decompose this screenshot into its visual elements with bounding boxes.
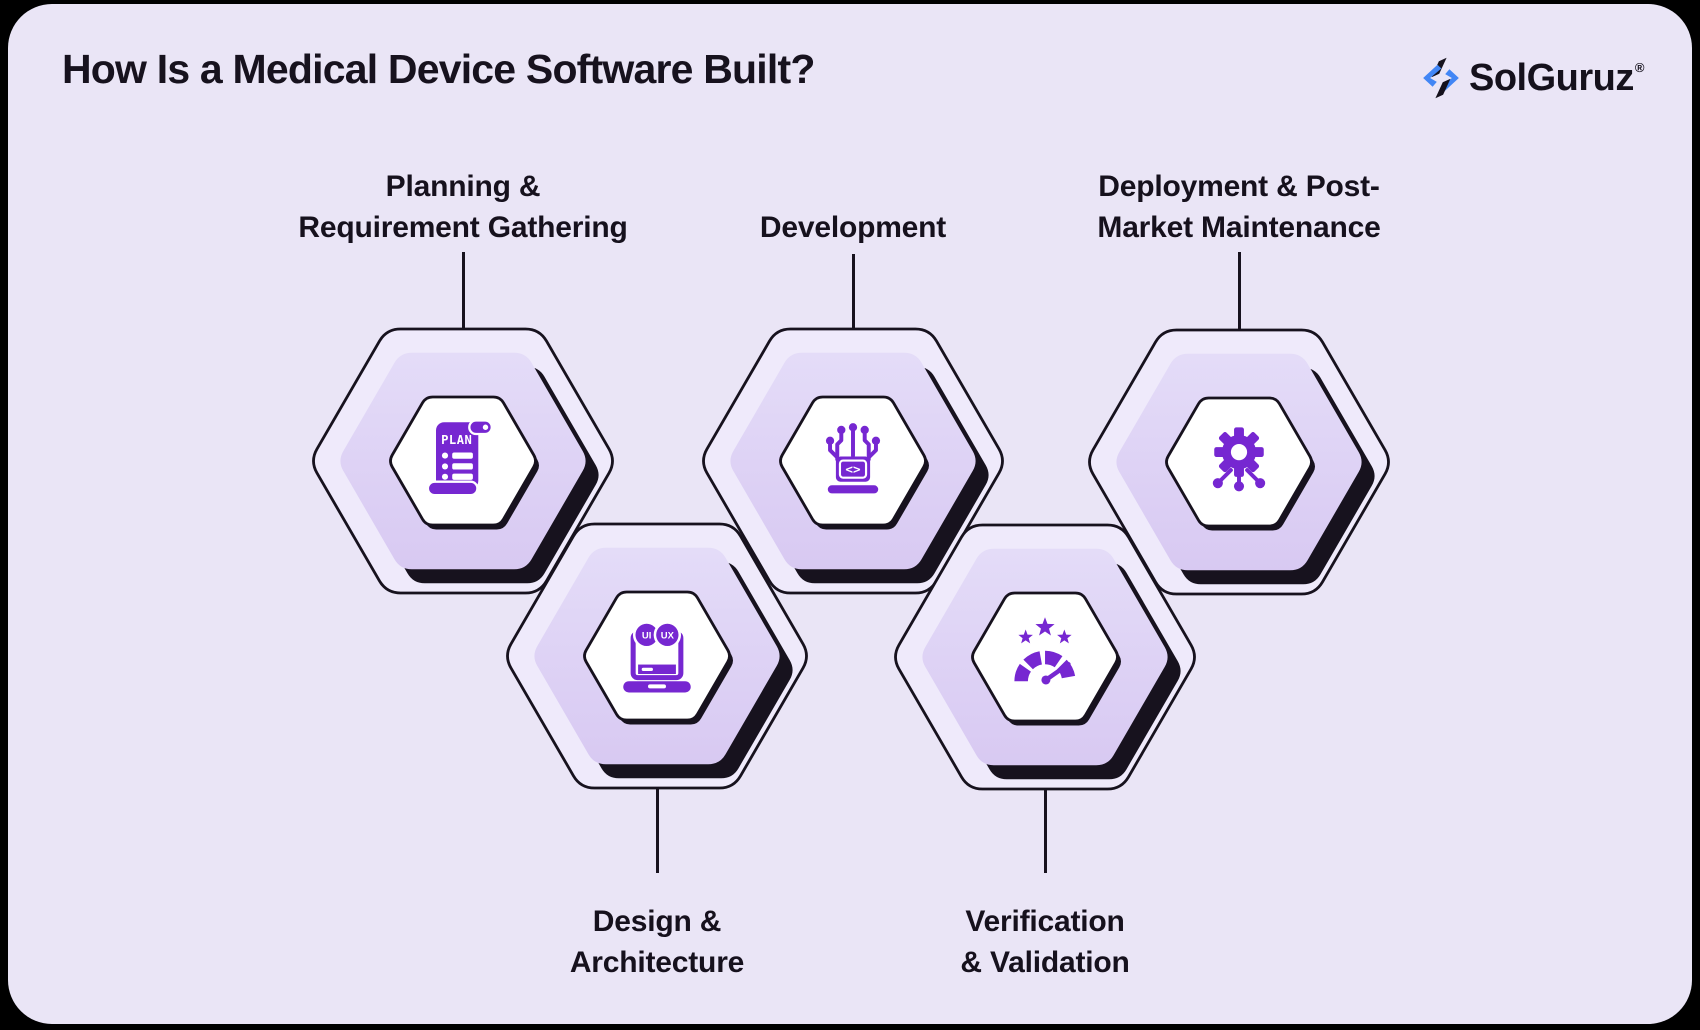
label-line: Verification <box>965 905 1125 938</box>
hex-node-verification <box>894 523 1196 791</box>
label-line: & Validation <box>960 946 1130 979</box>
connector-line-deployment <box>1238 252 1241 330</box>
connector-line-development <box>852 254 855 330</box>
label-development: Development <box>603 207 1103 248</box>
brand-logo: SolGuruz ® <box>1420 50 1644 106</box>
connector-line-verification <box>1044 790 1047 873</box>
hex-node-design <box>506 522 808 790</box>
registered-mark: ® <box>1634 59 1645 75</box>
label-line: Planning & <box>385 170 541 203</box>
label-line: Architecture <box>569 946 745 979</box>
uiux-laptop-icon <box>623 622 691 692</box>
label-design: Design & Architecture <box>457 901 857 983</box>
label-line: Design & <box>592 905 722 938</box>
label-line: Development <box>759 211 947 244</box>
label-line: Requirement Gathering <box>298 211 628 244</box>
connector-line-planning <box>462 252 465 330</box>
label-verification: Verification & Validation <box>845 901 1245 983</box>
label-deployment: Deployment & Post- Market Maintenance <box>989 166 1489 248</box>
brand-name: SolGuruz ® <box>1469 57 1644 100</box>
brand-name-text: SolGuruz <box>1469 56 1634 99</box>
label-line: Deployment & Post- <box>1098 170 1380 203</box>
solguruz-logo-icon <box>1423 57 1459 99</box>
label-line: Market Maintenance <box>1097 211 1381 244</box>
page-title: How Is a Medical Device Software Built? <box>62 46 815 92</box>
connector-line-design <box>656 789 659 873</box>
label-planning: Planning & Requirement Gathering <box>213 166 713 248</box>
